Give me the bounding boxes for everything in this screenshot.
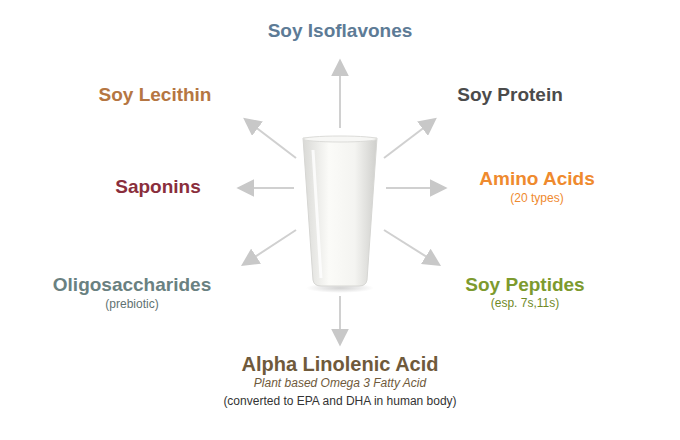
nutrient-label: Amino Acids xyxy=(479,168,594,190)
nutrient-note: Plant based Omega 3 Fatty Acid xyxy=(254,377,426,391)
arrow xyxy=(386,187,444,189)
nutrient-note: (esp. 7s,11s) xyxy=(491,297,559,311)
glass-highlight xyxy=(313,150,321,278)
nutrient-note: (converted to EPA and DHA in human body) xyxy=(223,395,456,409)
nutrient-label: Oligosaccharides xyxy=(53,274,211,296)
nutrient-note: (20 types) xyxy=(510,192,563,206)
nutrient-label: Soy Lecithin xyxy=(99,84,212,106)
nutrient-label: Alpha Linolenic Acid xyxy=(241,353,438,376)
arrow xyxy=(339,62,341,128)
nutrient-note: (prebiotic) xyxy=(105,298,158,312)
nutrient-label: Soy Protein xyxy=(457,84,563,106)
arrow xyxy=(339,296,341,343)
nutrient-label: Soy Isoflavones xyxy=(268,20,413,42)
milk-glass xyxy=(303,138,377,286)
arrow xyxy=(384,230,438,264)
nutrient-label: Soy Peptides xyxy=(465,274,584,296)
nutrient-label: Saponins xyxy=(115,176,201,198)
arrow xyxy=(240,187,294,189)
arrows xyxy=(240,62,444,343)
arrow xyxy=(244,230,296,264)
arrow xyxy=(384,120,434,158)
arrow xyxy=(246,120,296,158)
glass-rim xyxy=(303,136,377,142)
